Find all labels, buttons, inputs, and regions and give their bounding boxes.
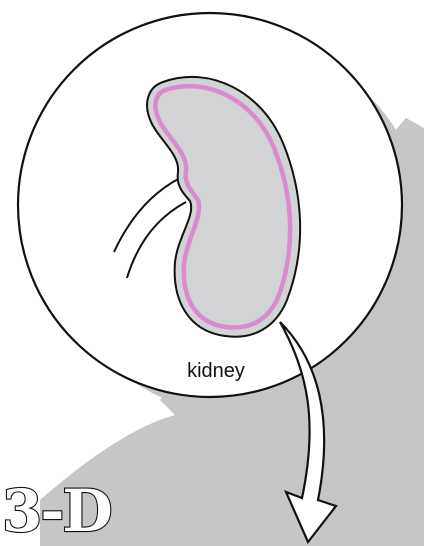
kidney-label: kidney — [187, 360, 245, 382]
view-mode-badge: 3-D — [2, 477, 111, 545]
